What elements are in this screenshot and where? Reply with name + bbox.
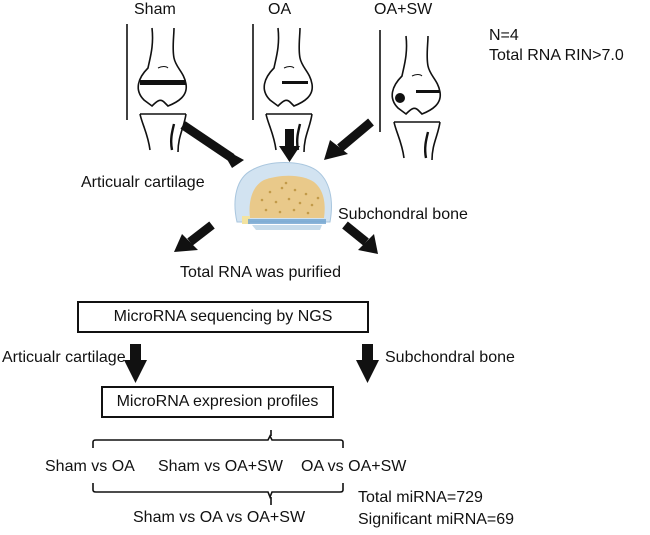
group-label-oa: OA bbox=[268, 1, 292, 18]
arrow-cartilage-to-profiles bbox=[124, 344, 147, 383]
comparison-oa-vs-oa-sw: OA vs OA+SW bbox=[301, 458, 407, 475]
joint-space-oa bbox=[282, 81, 308, 84]
tissue-label-bone: Subchondral bone bbox=[338, 206, 468, 223]
expression-profiles-box: MicroRNA expresion profiles bbox=[101, 386, 334, 418]
top-bracket bbox=[92, 434, 344, 448]
rna-purified-label: Total RNA was purified bbox=[180, 264, 341, 281]
significant-mirna-count: Significant miRNA=69 bbox=[358, 511, 515, 528]
arrow-to-cartilage-branch bbox=[174, 221, 215, 252]
arrow-oa-sw-to-tissue bbox=[324, 118, 374, 160]
tidemark-layer bbox=[248, 219, 326, 224]
knee-oa-illustration bbox=[252, 24, 314, 154]
sequencing-box: MicroRNA sequencing by NGS bbox=[77, 301, 369, 333]
total-mirna-count: Total miRNA=729 bbox=[358, 489, 483, 506]
arrow-sham-to-tissue bbox=[180, 121, 244, 168]
knee-oa-sw-illustration bbox=[379, 30, 442, 162]
comparison-sham-vs-oa: Sham vs OA bbox=[45, 458, 135, 475]
osteochondral-tissue-illustration bbox=[234, 162, 332, 230]
shockwave-lesion-marker bbox=[395, 93, 405, 103]
knee-sham-illustration bbox=[126, 24, 188, 154]
tissue-label-cartilage: Articualr cartilage bbox=[81, 174, 205, 191]
subchondral-bone-layer bbox=[249, 175, 325, 218]
group-label-oa-sw: OA+SW bbox=[374, 1, 433, 18]
arrow-to-bone-branch bbox=[342, 221, 378, 254]
comparison-all-groups: Sham vs OA vs OA+SW bbox=[133, 509, 306, 526]
comparison-sham-vs-oa-sw: Sham vs OA+SW bbox=[158, 458, 283, 475]
joint-space-sham bbox=[140, 80, 186, 85]
arrow-bone-to-profiles bbox=[356, 344, 379, 383]
joint-space-oa-sw bbox=[416, 90, 440, 93]
arrow-oa-to-tissue bbox=[279, 129, 300, 162]
split-label-cartilage: Articualr cartilage bbox=[2, 349, 126, 366]
group-label-sham: Sham bbox=[134, 1, 176, 18]
sample-size-note: N=4 bbox=[489, 27, 519, 44]
rin-note: Total RNA RIN>7.0 bbox=[489, 47, 624, 64]
split-label-bone: Subchondral bone bbox=[385, 349, 515, 366]
bottom-bracket bbox=[92, 483, 344, 500]
